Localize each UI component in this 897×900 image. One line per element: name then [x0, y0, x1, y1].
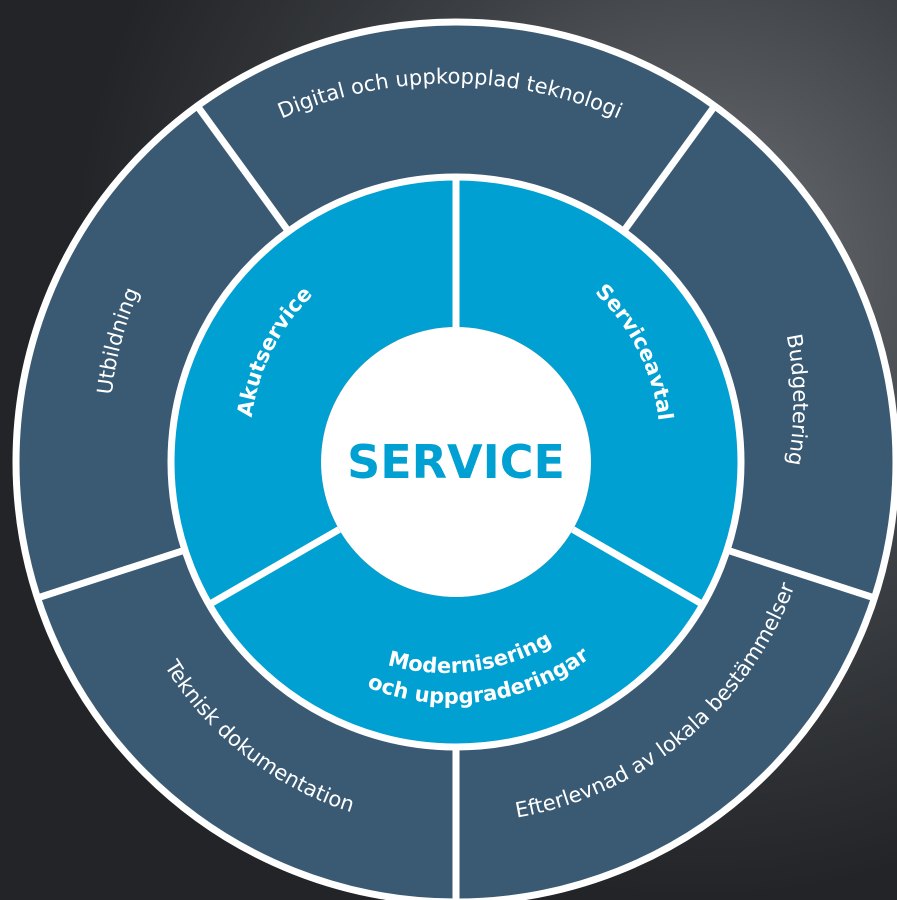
inner-segment-akutservice [170, 177, 456, 605]
outer-divider-0 [194, 103, 292, 234]
center-circle [321, 327, 591, 597]
center-label: SERVICE [347, 435, 565, 489]
inner-divider-2 [207, 526, 341, 608]
outer-divider-2 [725, 546, 876, 602]
outer-segment-digital [197, 22, 715, 232]
inner-segment-modernisering [209, 529, 703, 748]
ring-dividers [12, 18, 897, 900]
inner-ring [170, 177, 742, 748]
outer-segment-teknisk [37, 550, 456, 900]
inner-segment-serviceavtal [456, 177, 742, 605]
inner-divider-1 [571, 526, 705, 608]
outer-divider-4 [36, 546, 187, 602]
outer-segment-efterlevnad [456, 550, 875, 900]
outer-border [12, 18, 897, 900]
outer-divider-1 [620, 103, 718, 234]
